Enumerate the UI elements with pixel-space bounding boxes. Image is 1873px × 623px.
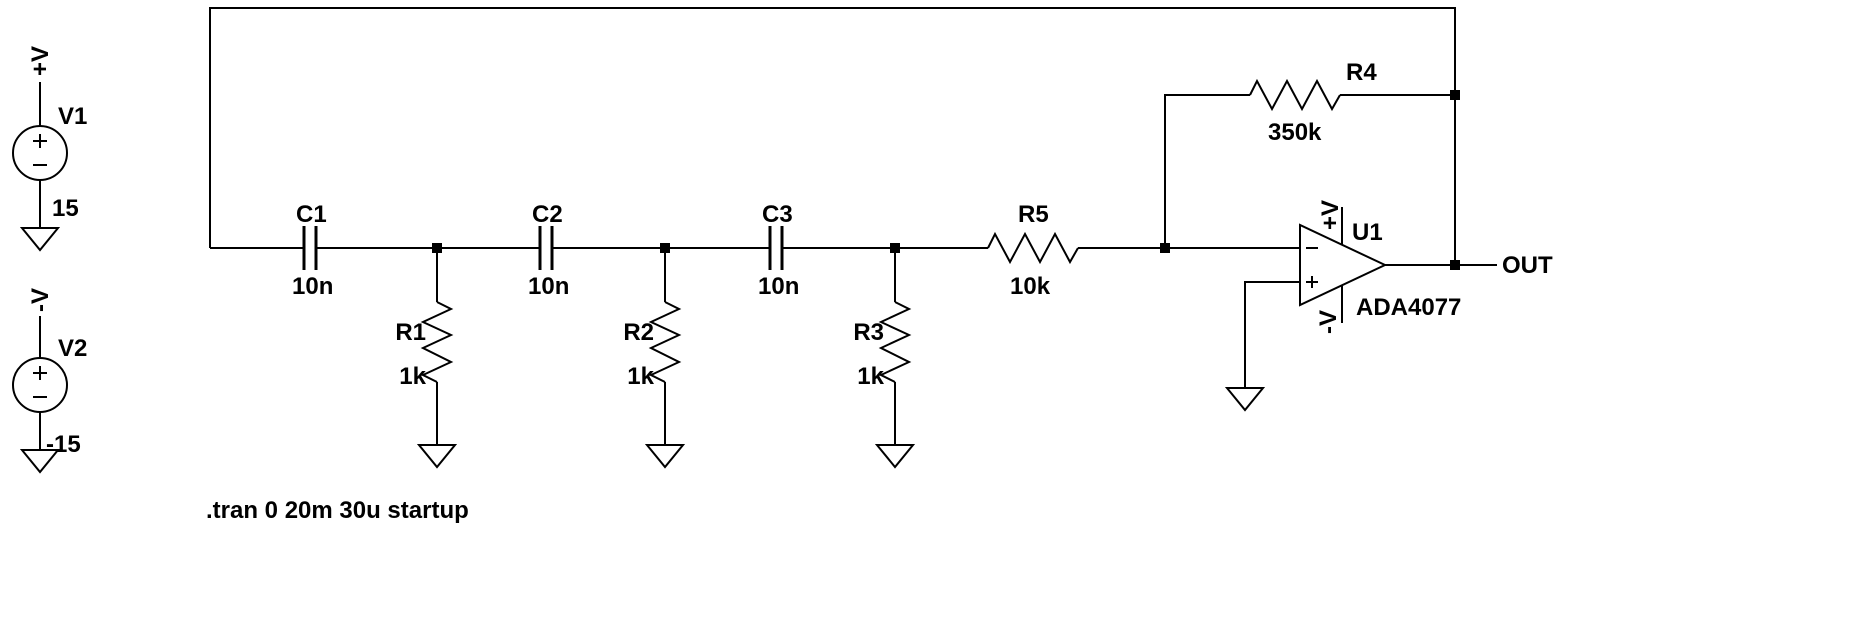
- v1-value-label[interactable]: 15: [52, 195, 79, 222]
- c3-name-label[interactable]: C3: [762, 201, 793, 228]
- wire-noninverting-input: [1244, 281, 1300, 388]
- ground-symbol-r3[interactable]: [874, 444, 916, 469]
- c1-name-label[interactable]: C1: [296, 201, 327, 228]
- r1-zigzag: [420, 301, 454, 383]
- resistor-r1[interactable]: R1 1k: [395, 301, 454, 390]
- voltage-source-v1[interactable]: +V V1 15: [12, 46, 87, 222]
- v2-name-label[interactable]: V2: [58, 335, 87, 362]
- net-label-out[interactable]: OUT: [1502, 252, 1553, 279]
- c2-value-label[interactable]: 10n: [528, 273, 569, 300]
- wires: [39, 7, 1497, 450]
- c1-value-label[interactable]: 10n: [292, 273, 333, 300]
- ground-symbol-opamp[interactable]: [1224, 387, 1266, 412]
- ground-symbol-r1[interactable]: [416, 444, 458, 469]
- v2-value-label[interactable]: -15: [46, 431, 81, 458]
- r1-name-label[interactable]: R1: [395, 319, 426, 346]
- c3-value-label[interactable]: 10n: [758, 273, 799, 300]
- capacitor-c1[interactable]: C1 10n: [292, 201, 333, 300]
- r3-name-label[interactable]: R3: [853, 319, 884, 346]
- junction-dot-feedback-tap: [1160, 243, 1170, 253]
- r2-name-label[interactable]: R2: [623, 319, 654, 346]
- r2-zigzag: [648, 301, 682, 383]
- wire-feedback-tap: [1164, 94, 1250, 248]
- voltage-source-v2[interactable]: -V V2 -15: [12, 288, 87, 458]
- ground-symbol-r2[interactable]: [644, 444, 686, 469]
- junction-dot-r4-output: [1450, 90, 1460, 100]
- junction-dot-c3-r3: [890, 243, 900, 253]
- capacitor-c3[interactable]: C3 10n: [758, 201, 799, 300]
- v2-plus-sign: [33, 366, 47, 380]
- r4-name-label[interactable]: R4: [1346, 59, 1377, 86]
- opamp-vplus-rail-label[interactable]: +V: [1317, 200, 1344, 230]
- wire-feedback-loop: [209, 7, 1456, 265]
- grounds: [19, 227, 1266, 474]
- r2-value-label[interactable]: 1k: [627, 363, 654, 390]
- resistor-r2[interactable]: R2 1k: [623, 301, 682, 390]
- junction-dot-c2-r2: [660, 243, 670, 253]
- junction-dot-c1-r1: [432, 243, 442, 253]
- opamp-u1[interactable]: +V -V U1 ADA4077: [1299, 200, 1461, 334]
- v2-rail-label[interactable]: -V: [27, 288, 54, 312]
- resistor-r5[interactable]: R5 10k: [987, 201, 1079, 300]
- r3-value-label[interactable]: 1k: [857, 363, 884, 390]
- v1-plus-sign: [33, 134, 47, 148]
- ground-symbol-v1[interactable]: [19, 227, 61, 252]
- r4-value-label[interactable]: 350k: [1268, 119, 1322, 146]
- v1-name-label[interactable]: V1: [58, 103, 87, 130]
- r3-zigzag: [878, 301, 912, 383]
- opamp-part-label[interactable]: ADA4077: [1356, 294, 1461, 321]
- spice-directive[interactable]: .tran 0 20m 30u startup: [206, 497, 469, 524]
- junction-dot-output: [1450, 260, 1460, 270]
- r5-value-label[interactable]: 10k: [1010, 273, 1051, 300]
- v1-body-circle: [12, 125, 68, 181]
- r1-value-label[interactable]: 1k: [399, 363, 426, 390]
- resistor-r4[interactable]: R4 350k: [1249, 59, 1377, 146]
- opamp-vminus-rail-label[interactable]: -V: [1315, 310, 1342, 334]
- r5-zigzag: [987, 231, 1079, 265]
- capacitor-c2[interactable]: C2 10n: [528, 201, 569, 300]
- resistor-r3[interactable]: R3 1k: [853, 301, 912, 390]
- c2-name-label[interactable]: C2: [532, 201, 563, 228]
- r5-name-label[interactable]: R5: [1018, 201, 1049, 228]
- junctions: [432, 90, 1460, 270]
- opamp-noninverting-input-sign: [1306, 276, 1318, 288]
- v1-rail-label[interactable]: +V: [27, 46, 54, 76]
- opamp-name-label[interactable]: U1: [1352, 219, 1383, 246]
- ground-symbol-v2[interactable]: [19, 449, 61, 474]
- r4-zigzag: [1249, 78, 1341, 112]
- v2-body-circle: [12, 357, 68, 413]
